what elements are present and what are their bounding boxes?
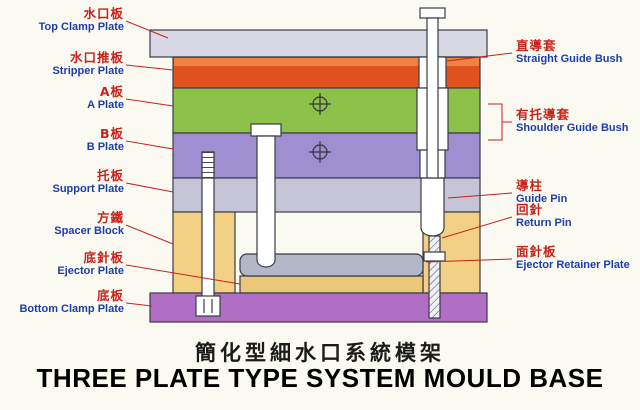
label-shoulder-guide-bush: 有托導套 Shoulder Guide Bush	[516, 108, 628, 135]
label-a-plate-en: A Plate	[87, 99, 124, 111]
leader-spacer	[125, 224, 174, 245]
label-support-plate-en: Support Plate	[52, 183, 124, 195]
center-pin-shaft	[256, 135, 276, 268]
label-spacer-block-en: Spacer Block	[54, 225, 124, 237]
return-pin-head	[423, 251, 446, 262]
label-a-plate-cn: A板	[99, 84, 124, 99]
guide-pin-shaft	[426, 17, 439, 179]
leader-support	[125, 182, 174, 193]
label-shoulder-guide-bush-en: Shoulder Guide Bush	[516, 122, 629, 134]
label-a-plate: A板 A Plate	[87, 85, 124, 112]
support-screw-threads	[201, 151, 215, 179]
title-chinese: 簡化型細水口系統模架	[195, 341, 445, 365]
label-guide-pin-cn: 導柱	[516, 178, 544, 193]
label-bottom-clamp-plate-en: Bottom Clamp Plate	[19, 303, 124, 315]
label-support-plate-cn: 托板	[96, 168, 124, 183]
label-straight-guide-bush-en: Straight Guide Bush	[516, 53, 623, 65]
label-ejector-plate-cn: 底針板	[83, 250, 124, 265]
label-ejector-retainer-plate: 面針板 Ejector Retainer Plate	[516, 245, 630, 272]
leader-b-plate	[125, 140, 174, 150]
label-top-clamp-plate-en: Top Clamp Plate	[38, 21, 124, 33]
label-guide-pin: 導柱 Guide Pin	[516, 179, 567, 206]
label-stripper-plate: 水口推板 Stripper Plate	[52, 51, 124, 78]
guide-pin-top-head	[419, 7, 446, 19]
leader-straight-guide-bush	[446, 52, 513, 62]
label-return-pin-en: Return Pin	[516, 217, 572, 229]
return-pin-rod	[428, 235, 441, 319]
label-ejector-plate-en: Ejector Plate	[57, 265, 124, 277]
label-straight-guide-bush: 直導套 Straight Guide Bush	[516, 39, 622, 66]
label-b-plate: B板 B Plate	[87, 127, 124, 154]
label-support-plate: 托板 Support Plate	[52, 169, 124, 196]
guide-pin-end	[420, 177, 445, 237]
leader-top-clamp	[125, 20, 169, 39]
plate-ejector	[239, 275, 424, 294]
label-ejector-plate: 底針板 Ejector Plate	[57, 251, 124, 278]
leader-guide-pin	[447, 192, 513, 199]
label-top-clamp-plate: 水口板 Top Clamp Plate	[39, 7, 124, 34]
label-bottom-clamp-plate-cn: 底板	[96, 288, 124, 303]
support-screw-head	[195, 295, 221, 317]
label-spacer-block: 方鐵 Spacer Block	[54, 211, 124, 238]
label-ejector-retainer-plate-en: Ejector Retainer Plate	[516, 259, 630, 271]
label-straight-guide-bush-cn: 直導套	[516, 38, 557, 53]
pins-and-bushes	[195, 7, 449, 319]
label-spacer-block-cn: 方鐵	[96, 210, 124, 225]
leader-lines	[125, 20, 513, 307]
leader-shoulder-bush-bracket	[488, 103, 503, 141]
label-shoulder-guide-bush-cn: 有托導套	[516, 107, 571, 122]
label-guide-pin-en: Guide Pin	[516, 193, 568, 205]
centering-marks	[309, 93, 331, 163]
leader-return-pin	[441, 216, 513, 239]
label-top-clamp-plate-cn: 水口板	[83, 6, 124, 21]
label-stripper-plate-en: Stripper Plate	[52, 65, 124, 77]
leader-a-plate	[125, 98, 174, 107]
title-english: THREE PLATE TYPE SYSTEM MOULD BASE	[36, 363, 604, 393]
leader-bottom-clamp	[125, 302, 153, 307]
label-b-plate-cn: B板	[99, 126, 124, 141]
label-return-pin: 回針 Return Pin	[516, 203, 572, 230]
label-ejector-retainer-plate-cn: 面針板	[516, 244, 557, 259]
leader-ejector-plate	[125, 264, 241, 285]
plate-stripper-highlight	[174, 58, 479, 66]
plate-ejector-retainer	[239, 253, 424, 277]
leader-stripper	[125, 64, 174, 71]
center-pin-head	[250, 123, 282, 137]
label-b-plate-en: B Plate	[86, 141, 124, 153]
leader-ejector-retainer	[425, 258, 513, 263]
label-return-pin-cn: 回針	[516, 202, 544, 217]
label-stripper-plate-cn: 水口推板	[69, 50, 124, 65]
label-bottom-clamp-plate: 底板 Bottom Clamp Plate	[19, 289, 124, 316]
